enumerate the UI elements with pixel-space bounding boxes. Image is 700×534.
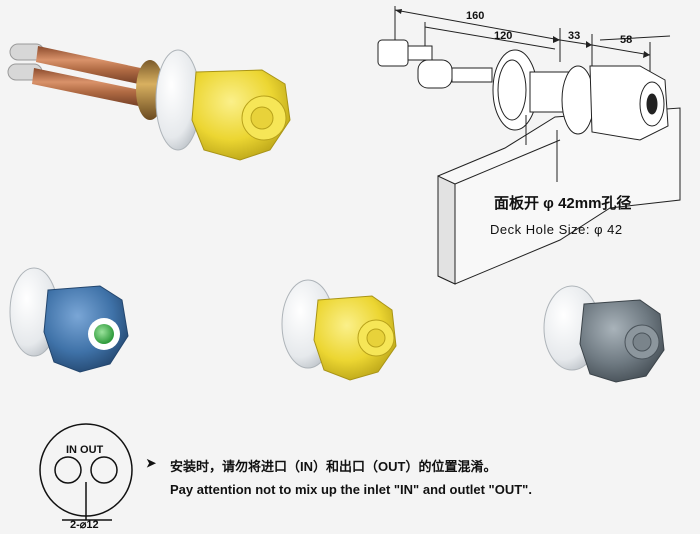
valve-with-pipes-photo xyxy=(7,43,291,161)
dimension-58: 58 xyxy=(620,34,633,46)
arrow-icon: ➤ xyxy=(146,456,157,470)
dimension-160: 160 xyxy=(466,10,485,22)
install-note-en: Pay attention not to mix up the inlet "I… xyxy=(170,482,532,497)
deck-hole-caption-cn: 面板开 φ 42mm孔径 xyxy=(494,195,632,212)
hole-spec-label: 2-⌀12 xyxy=(70,519,99,531)
dimension-33: 33 xyxy=(568,30,581,42)
install-note-cn: 安装时，请勿将进口（IN）和出口（OUT）的位置混淆。 xyxy=(170,459,497,474)
in-out-label: IN OUT xyxy=(66,444,104,456)
deck-hole-caption-en: Deck Hole Size: φ 42 xyxy=(490,222,623,237)
dimension-drawing xyxy=(377,6,681,285)
dimension-120: 120 xyxy=(494,30,513,42)
blue-valve-photo xyxy=(9,267,129,373)
yellow-valve-photo xyxy=(281,279,397,381)
dimension-arrows xyxy=(395,9,650,58)
grey-valve-photo xyxy=(543,285,665,383)
hole-diagram xyxy=(39,423,133,521)
